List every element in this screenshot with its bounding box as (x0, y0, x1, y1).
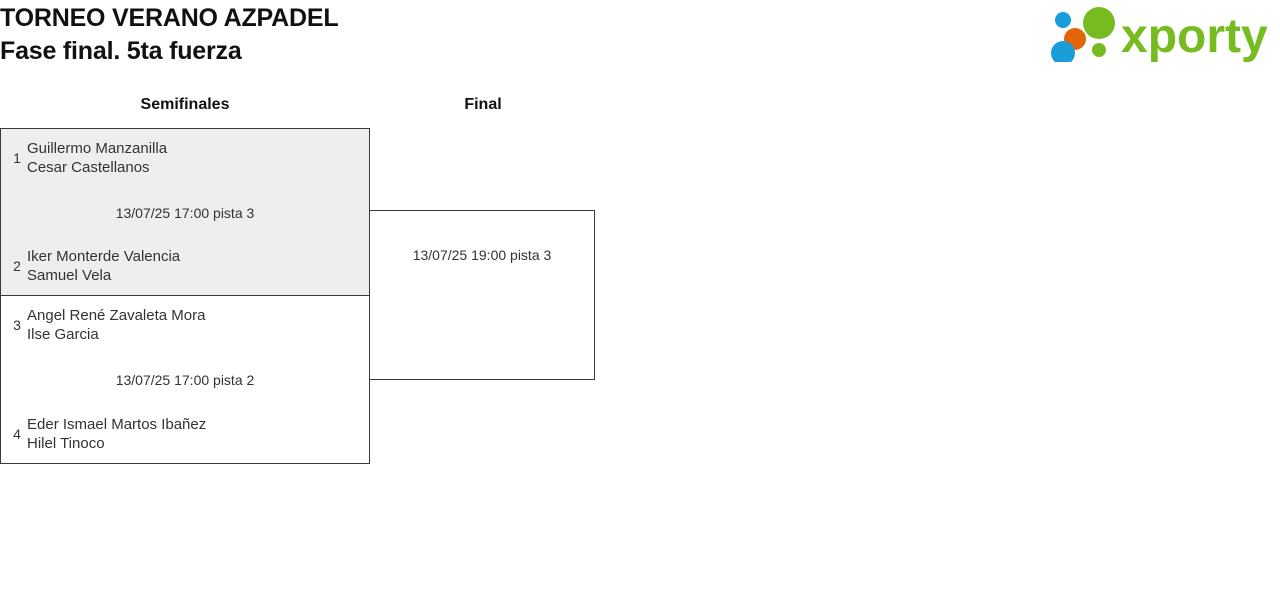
team-row[interactable]: 4 Eder Ismael Martos Ibañez Hilel Tinoco (1, 415, 369, 453)
seed-number: 2 (13, 258, 21, 274)
player-name: Ilse Garcia (27, 326, 99, 343)
match-schedule: 13/07/25 17:00 pista 3 (115, 205, 255, 221)
seed-number: 3 (13, 317, 21, 333)
match-schedule: 13/07/25 17:00 pista 2 (115, 372, 255, 388)
team-row[interactable]: 2 Iker Monterde Valencia Samuel Vela (1, 247, 369, 285)
seed-number: 4 (13, 426, 21, 442)
player-name: Eder Ismael Martos Ibañez (27, 416, 207, 433)
tournament-title: TORNEO VERANO AZPADEL (0, 4, 339, 32)
logo-dot-blue-small (1055, 12, 1071, 28)
match-final[interactable]: 13/07/25 19:00 pista 3 (369, 210, 595, 380)
player-name: Cesar Castellanos (27, 159, 150, 176)
player-name: Angel René Zavaleta Mora (27, 307, 206, 324)
player-name: Iker Monterde Valencia (27, 248, 181, 265)
team-players: Eder Ismael Martos Ibañez Hilel Tinoco (27, 415, 206, 453)
team-players: Angel René Zavaleta Mora Ilse Garcia (27, 306, 205, 344)
player-name: Samuel Vela (27, 267, 112, 284)
logo-dot-blue-large (1051, 41, 1075, 62)
team-players: Iker Monterde Valencia Samuel Vela (27, 247, 180, 285)
player-name: Guillermo Manzanilla (27, 140, 168, 157)
page-header: TORNEO VERANO AZPADEL Fase final. 5ta fu… (0, 0, 1280, 80)
xporty-logo[interactable]: xporty (1049, 6, 1275, 62)
logo-dot-green-large (1083, 7, 1115, 39)
title-block: TORNEO VERANO AZPADEL Fase final. 5ta fu… (0, 2, 339, 68)
logo-wordmark: xporty (1121, 10, 1268, 62)
match-semifinal-2[interactable]: 3 Angel René Zavaleta Mora Ilse Garcia 1… (0, 295, 370, 464)
player-name: Hilel Tinoco (27, 435, 105, 452)
round-header-semifinals: Semifinales (140, 96, 230, 113)
team-players: Guillermo Manzanilla Cesar Castellanos (27, 139, 167, 177)
match-schedule: 13/07/25 19:00 pista 3 (412, 247, 552, 263)
team-row[interactable]: 3 Angel René Zavaleta Mora Ilse Garcia (1, 306, 369, 344)
round-header-final: Final (464, 96, 502, 113)
team-row[interactable]: 1 Guillermo Manzanilla Cesar Castellanos (1, 139, 369, 177)
tournament-subtitle: Fase final. 5ta fuerza (0, 37, 242, 65)
seed-number: 1 (13, 150, 21, 166)
logo-dot-green-small (1092, 43, 1106, 57)
match-semifinal-1[interactable]: 1 Guillermo Manzanilla Cesar Castellanos… (0, 128, 370, 296)
